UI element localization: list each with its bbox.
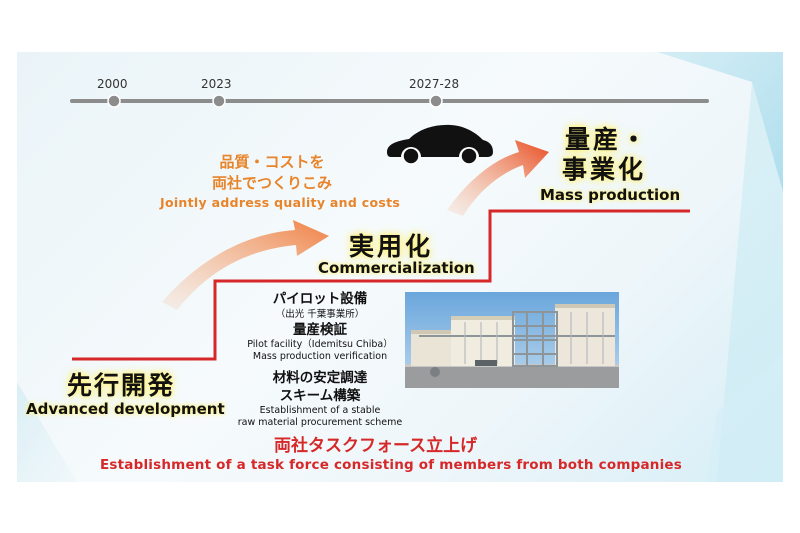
- step-progression: [72, 140, 690, 361]
- year-label-2027-28: 2027-28: [409, 77, 460, 91]
- pilot-jp-line1: パイロット設備: [272, 291, 368, 307]
- quality-cost-jp-line2: 両社でつくりこみ: [211, 174, 332, 192]
- procurement-jp-line2: スキーム構築: [279, 388, 361, 404]
- car-silhouette-icon: [387, 124, 493, 165]
- step-line: [72, 209, 690, 361]
- pilot-en-line1: Pilot facility（Idemitsu Chiba）: [247, 339, 393, 350]
- stage-commercialization-en: Commercialization: [318, 259, 475, 277]
- stage-advanced-development-en: Advanced development: [26, 400, 225, 418]
- taskforce-en: Establishment of a task force consisting…: [100, 457, 682, 473]
- timeline-marker-2023: [212, 94, 226, 108]
- slide: 2000 2023 2027-28 品質・コストを 両社でつくりこみ Joint…: [17, 52, 783, 482]
- procurement-block: 材料の安定調達 スキーム構築 Establishment of a stable…: [220, 369, 420, 429]
- quality-cost-jp-line1: 品質・コストを: [219, 153, 325, 171]
- timeline-marker-2027-28: [429, 94, 443, 108]
- stage-mass-production-jp-line1: 量産・: [565, 125, 650, 154]
- pilot-en-line2: Mass production verification: [252, 351, 388, 362]
- pilot-jp-line2: （出光 千葉事業所）: [275, 309, 365, 320]
- taskforce-jp: 両社タスクフォース立上げ: [274, 436, 478, 456]
- stage-mass-production-en: Mass production: [540, 186, 681, 204]
- pilot-facility-photo: [405, 292, 619, 388]
- procurement-jp-line1: 材料の安定調達: [272, 370, 368, 386]
- timeline: [70, 94, 709, 108]
- year-label-2000: 2000: [97, 77, 128, 91]
- quality-cost-en: Jointly address quality and costs: [160, 195, 401, 210]
- pilot-jp-line3: 量産検証: [293, 322, 347, 338]
- pilot-facility-block: パイロット設備 （出光 千葉事業所） 量産検証 Pilot facility（I…: [230, 290, 410, 363]
- progress-arrow-mass-production: [447, 140, 549, 216]
- year-label-2023: 2023: [201, 77, 232, 91]
- stage-commercialization-jp: 実用化: [349, 232, 434, 261]
- progress-arrow-commercialization: [162, 220, 329, 310]
- stage-mass-production-jp-line2: 事業化: [562, 155, 647, 184]
- timeline-marker-2000: [107, 94, 121, 108]
- background-decoration: [17, 52, 783, 482]
- procurement-en-line1: Establishment of a stable: [259, 405, 381, 416]
- procurement-en-line2: raw material procurement scheme: [237, 417, 403, 428]
- stage-advanced-development-jp: 先行開発: [67, 371, 176, 400]
